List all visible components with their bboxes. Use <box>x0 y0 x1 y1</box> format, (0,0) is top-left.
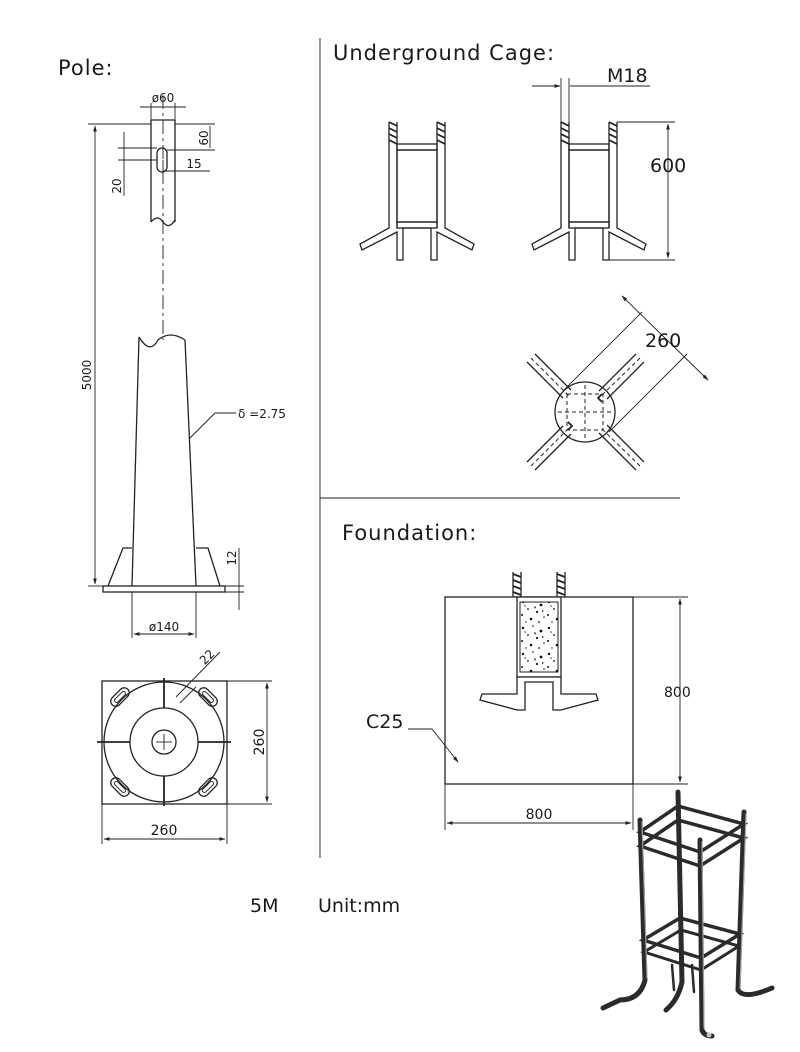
pole-top-dia-dim: ø60 <box>152 91 175 105</box>
foundation-section: C25 800 800 <box>366 572 691 830</box>
plate-thickness-dim: 12 <box>225 550 239 565</box>
pole-elevation: 5000 ø60 60 15 20 δ =2.75 12 ø140 <box>80 91 286 638</box>
foundation-height-dim: 800 <box>664 685 691 701</box>
slot-width-dim: 20 <box>110 178 124 193</box>
cage-3d-illustration <box>600 789 775 1039</box>
foundation-title: Foundation: <box>342 521 477 545</box>
model-label: 5M <box>250 895 278 917</box>
cage-plan: 260 <box>526 295 709 471</box>
pole-height-dim: 5000 <box>80 360 94 391</box>
cage-elevation-right: M18 600 <box>531 65 686 261</box>
slot-depth-dim: 60 <box>197 130 211 145</box>
hole-width-dim: 22 <box>197 647 218 668</box>
cage-elevation-left <box>359 121 475 261</box>
foundation-width-dim: 800 <box>526 807 553 823</box>
cage-diagonal-dim: 260 <box>645 330 681 352</box>
bolt-size-dim: M18 <box>607 65 648 87</box>
base-plate-plan: 22 260 260 <box>97 647 272 844</box>
unit-label: Unit:mm <box>318 895 400 917</box>
pole-title: Pole: <box>58 56 114 80</box>
concrete-grade-label: C25 <box>366 711 403 733</box>
plate-width-dim: 260 <box>151 823 178 839</box>
pole-base-dia-dim: ø140 <box>149 620 179 634</box>
plate-height-dim: 260 <box>252 729 268 756</box>
slot-offset-dim: 15 <box>186 157 201 171</box>
cage-title: Underground Cage: <box>333 41 555 65</box>
cage-height-dim: 600 <box>650 155 686 177</box>
wall-thickness-label: δ =2.75 <box>238 407 286 421</box>
